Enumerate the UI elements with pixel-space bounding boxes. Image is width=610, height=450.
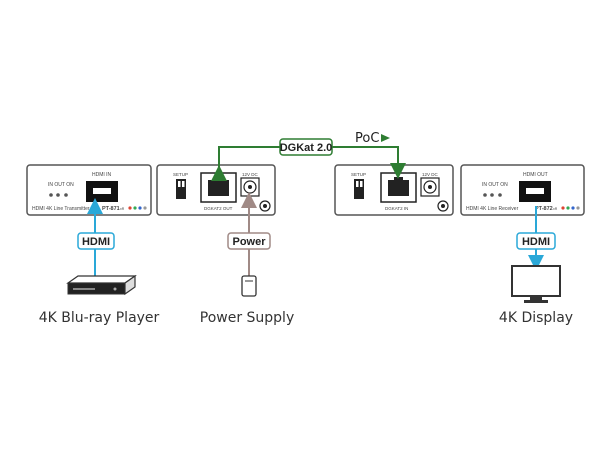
transmitter-front-panel: HDMI IN IN OUT ON HDMI 4K Line Transmitt… xyxy=(26,164,152,216)
receiver-led-out xyxy=(490,193,494,197)
dgkat-label: DGKat 2.0 xyxy=(280,142,333,154)
receiver-model: PT-872 xyxy=(535,206,553,212)
display-icon xyxy=(511,265,561,303)
rx-setup-label: SETUP xyxy=(351,172,366,177)
hdmi-right-tag xyxy=(516,232,556,250)
tx-dgkat2-out-port[interactable] xyxy=(200,172,237,203)
caption-display: 4K Display xyxy=(499,310,573,326)
receiver-rear-panel: SETUP DGKAT2 IN 12V DC xyxy=(334,164,454,216)
hdmi-left-label: HDMI xyxy=(82,236,110,248)
rx-dgkat2-in-port[interactable] xyxy=(380,172,417,203)
tx-power-jack[interactable] xyxy=(240,177,260,197)
hdmi-right-label: HDMI xyxy=(522,236,550,248)
tx-dgkat2-out-label: DGKAT2 OUT xyxy=(204,206,233,211)
hdmi-link-left: HDMI xyxy=(77,198,115,283)
rx-setup-dip-switch[interactable] xyxy=(354,179,364,199)
power-link: Power xyxy=(227,192,271,277)
receiver-color-dot-4 xyxy=(576,206,580,210)
poc-arrow xyxy=(381,134,390,142)
caption-source: 4K Blu-ray Player xyxy=(39,310,160,326)
transmitter-color-dot-1 xyxy=(128,206,132,210)
dgkat-label-box xyxy=(279,138,333,156)
power-tag xyxy=(227,232,271,250)
receiver-name: HDMI 4K Line Receiver xyxy=(466,206,519,212)
transmitter-rear-panel: SETUP DGKAT2 OUT 12V DC xyxy=(156,164,276,216)
rx-12v-label: 12V DC xyxy=(422,172,439,177)
transmitter-led-on xyxy=(64,193,68,197)
transmitter-name: HDMI 4K Line Transmitter xyxy=(32,206,90,212)
tx-ground-screw xyxy=(259,200,271,212)
receiver-color-dot-3 xyxy=(571,206,575,210)
transmitter-led-in xyxy=(49,193,53,197)
receiver-front-panel: HDMI OUT IN OUT ON HDMI 4K Line Receiver… xyxy=(460,164,585,216)
receiver-led-on xyxy=(498,193,502,197)
receiver-hdmi-out-label: HDMI OUT xyxy=(523,172,548,178)
tx-setup-dip-switch[interactable] xyxy=(176,179,186,199)
receiver-color-dot-1 xyxy=(561,206,565,210)
transmitter-model: PT-871 xyxy=(102,206,120,212)
dgkat-cable: DGKat 2.0 PoC xyxy=(211,131,406,181)
transmitter-led-out xyxy=(56,193,60,197)
tx-setup-label: SETUP xyxy=(173,172,188,177)
receiver-led-label: IN OUT ON xyxy=(482,182,508,188)
receiver-model-suffix: xR xyxy=(553,207,558,211)
transmitter-color-dot-2 xyxy=(133,206,137,210)
rx-power-jack[interactable] xyxy=(420,177,440,197)
power-label: Power xyxy=(232,236,266,248)
transmitter-color-dot-4 xyxy=(143,206,147,210)
rx-ground-screw xyxy=(437,200,449,212)
hdmi-left-tag xyxy=(77,232,115,250)
receiver-led-in xyxy=(483,193,487,197)
hdmi-link-right: HDMI xyxy=(516,206,556,271)
power-supply-icon xyxy=(241,275,257,297)
caption-power-supply: Power Supply xyxy=(200,310,295,326)
receiver-hdmi-port[interactable] xyxy=(519,181,551,202)
transmitter-model-suffix: xR xyxy=(120,207,125,211)
transmitter-hdmi-in-label: HDMI IN xyxy=(92,172,112,178)
transmitter-color-dot-3 xyxy=(138,206,142,210)
transmitter-hdmi-port[interactable] xyxy=(86,181,118,202)
tx-12v-label: 12V DC xyxy=(242,172,259,177)
transmitter-led-label: IN OUT ON xyxy=(48,182,74,188)
receiver-color-dot-2 xyxy=(566,206,570,210)
rx-dgkat2-in-label: DGKAT2 IN xyxy=(385,206,408,211)
poc-label: PoC xyxy=(355,131,379,146)
blu-ray-player-icon xyxy=(66,274,137,296)
